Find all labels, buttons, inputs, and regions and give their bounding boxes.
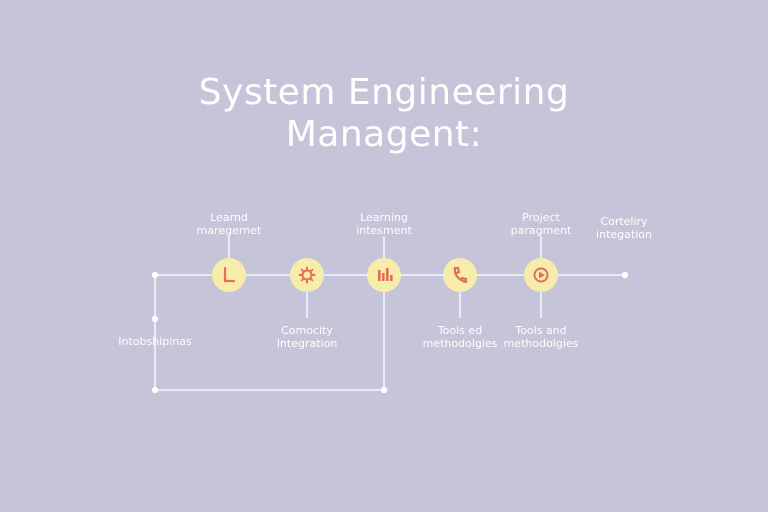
dot-right-end bbox=[621, 271, 629, 279]
title-line-1: System Engineering bbox=[198, 72, 570, 113]
timeline-node-4 bbox=[443, 258, 477, 292]
label-corteliry-integation: Corteliry integation bbox=[596, 215, 652, 241]
timeline-node-1 bbox=[212, 258, 246, 292]
dot-center-bottom bbox=[380, 386, 388, 394]
play-icon bbox=[533, 267, 549, 283]
label-tools-methodolgies: Tools ed methodolgies bbox=[422, 324, 498, 350]
gear-icon bbox=[298, 266, 316, 284]
page-title: System Engineering Managent: bbox=[0, 72, 768, 156]
timeline-node-5 bbox=[524, 258, 558, 292]
phone-icon bbox=[453, 266, 468, 284]
boot-icon bbox=[223, 266, 236, 283]
label-intobshipinas: Intobshipinas bbox=[118, 335, 192, 348]
timeline-node-3 bbox=[367, 258, 401, 292]
title-line-2: Managent: bbox=[285, 114, 483, 155]
label-learning-intesment: Learning intesment bbox=[356, 211, 412, 237]
dot-left-top bbox=[151, 271, 159, 279]
label-learnd-management: Learnd maregernet bbox=[196, 211, 262, 237]
dot-left-bottom bbox=[151, 386, 159, 394]
label-project-paragment: Project paragment bbox=[510, 211, 572, 237]
dot-left-mid bbox=[151, 315, 159, 323]
timeline-node-2 bbox=[290, 258, 324, 292]
endpoint-dots bbox=[151, 271, 629, 394]
label-tools-and-methodologies: Tools and methodolgies bbox=[503, 324, 579, 350]
label-comocity-integration: Comocity Integration bbox=[276, 324, 338, 350]
chart-icon bbox=[378, 268, 393, 281]
